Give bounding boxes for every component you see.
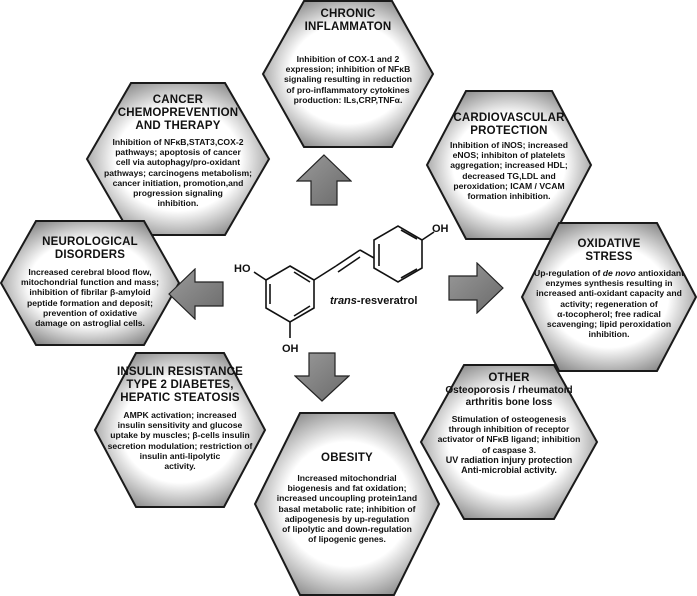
hex-body: Increased cerebral blood flow,mitochondr… <box>21 267 159 329</box>
ho-label-left: HO <box>234 263 251 275</box>
molecule-name: trans-resveratrol <box>330 295 417 307</box>
arrow-right <box>448 262 504 314</box>
hex-body: Up-regulation of de novo antioxidant enz… <box>534 268 684 340</box>
hexagon-shape <box>261 0 435 148</box>
hexagon-shape <box>253 412 441 596</box>
oh-label-top: OH <box>432 223 449 235</box>
hex-title: OBESITY <box>321 452 373 464</box>
hexagon-shape <box>85 82 271 236</box>
hexagon-shape <box>0 220 181 346</box>
hexagon-shape <box>520 222 697 372</box>
arrow-left <box>168 268 224 320</box>
hexagon-shape <box>93 352 267 508</box>
hexagon-shape <box>419 364 599 520</box>
arrow-down <box>294 352 350 402</box>
resveratrol-structure: HO OH OH trans-resveratrol <box>234 223 449 355</box>
hex-title: OTHER <box>488 372 530 384</box>
oh-label-bottom: OH <box>282 343 299 355</box>
arrow-up <box>296 154 352 206</box>
